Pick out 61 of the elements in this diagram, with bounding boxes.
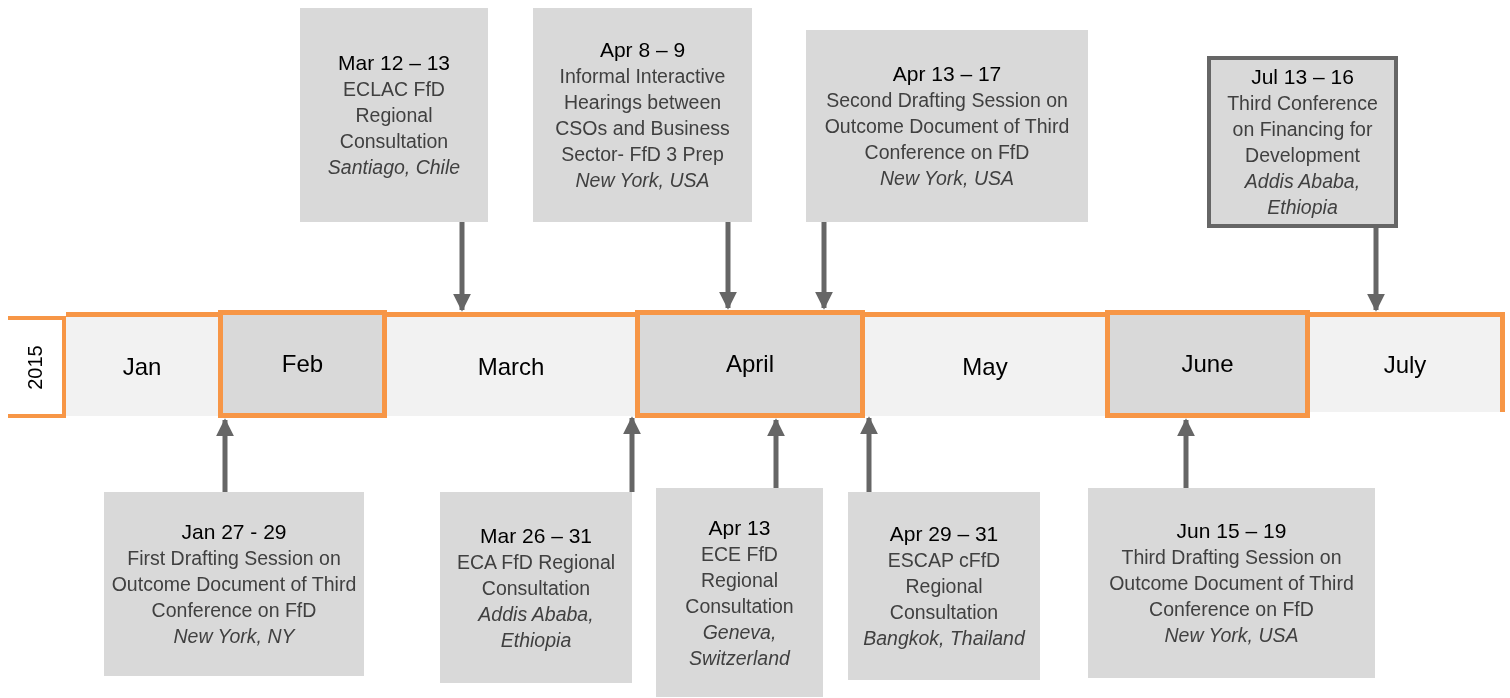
event-box (300, 8, 488, 222)
month-box (218, 310, 387, 418)
event-box (533, 8, 752, 222)
arrow (453, 222, 471, 312)
arrow (860, 416, 878, 492)
date-text: Apr 13 – 17 (892, 61, 1002, 87)
event-title: Informal Interactive Hearings between CSOs and Business Sector- FfD 3 Prep (554, 64, 731, 167)
event-title: First Drafting Session on Outcome Document of Third Conference on FfD (110, 546, 358, 623)
date-text: Mar 12 – 13 (337, 50, 451, 76)
location-text: New York, USA (880, 166, 1014, 191)
event-title: ECA FfD Regional Consultation (455, 549, 617, 601)
event-title: Third Drafting Session on Outcome Document of Third Conference on FfD (1108, 545, 1355, 622)
month-box (865, 312, 1105, 416)
arrow (719, 222, 737, 310)
arrow (767, 418, 785, 488)
arrow (1367, 228, 1385, 312)
date-text: Apr 8 – 9 (599, 37, 686, 63)
event-title: Third Conference on Financing for Development (1226, 91, 1379, 168)
date-text: Apr 29 – 31 (889, 521, 999, 547)
location-text: Addis Ababa, Ethiopia (476, 601, 595, 653)
location-text: New York, USA (575, 168, 710, 193)
month-label: March (477, 352, 545, 381)
date-text: Jun 15 – 19 (1176, 518, 1287, 544)
month-box (635, 310, 865, 418)
month-label: Jan (122, 352, 162, 381)
event-box (440, 492, 632, 683)
month-box (66, 312, 218, 416)
location-text: Geneva, Switzerland (688, 619, 792, 671)
month-box (387, 312, 635, 416)
month-box (1310, 312, 1505, 412)
location-text: Addis Ababa, Ethiopia (1243, 169, 1362, 220)
arrow (1177, 418, 1195, 488)
event-box (656, 488, 823, 697)
month-label: July (1383, 350, 1427, 379)
event-title: ESCAP cFfD Regional Consultation (886, 548, 1002, 625)
date-text: Mar 26 – 31 (479, 522, 593, 549)
location-text: Bangkok, Thailand (863, 626, 1025, 651)
month-label: May (962, 352, 1008, 381)
date-text: Apr 13 (708, 514, 771, 541)
month-label: Feb (281, 350, 324, 378)
event-box (104, 492, 364, 676)
date-text: Jan 27 - 29 (181, 519, 287, 545)
location-text: New York, NY (173, 624, 295, 649)
arrow (216, 418, 234, 492)
event-box (1088, 488, 1375, 678)
month-label: June (1181, 350, 1234, 378)
arrow (815, 222, 833, 310)
month-box (1105, 310, 1310, 418)
arrow (623, 416, 641, 492)
year-label: 2015 (23, 344, 47, 390)
month-label: April (726, 350, 774, 378)
location-text: Santiago, Chile (327, 155, 461, 180)
event-box (1207, 56, 1398, 228)
event-title: ECE FfD Regional Consultation (684, 541, 795, 619)
location-text: New York, USA (1164, 623, 1299, 648)
date-text: Jul 13 – 16 (1251, 64, 1354, 90)
event-box (848, 492, 1040, 680)
year-box (8, 316, 66, 418)
event-title: ECLAC FfD Regional Consultation (338, 77, 450, 154)
event-title: Second Drafting Session on Outcome Document of Third Conference on FfD (823, 88, 1071, 165)
event-box (806, 30, 1088, 222)
